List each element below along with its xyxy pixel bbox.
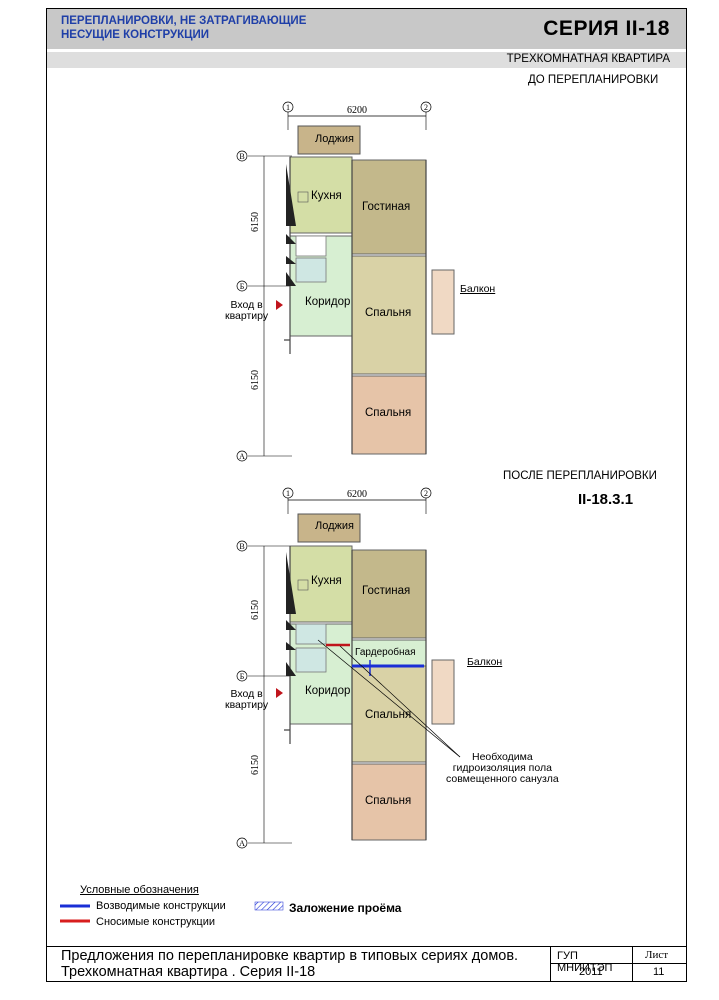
series-title: СЕРИЯ II-18: [543, 17, 670, 40]
before-label: ДО ПЕРЕПЛАНИРОВКИ: [528, 74, 659, 86]
after-label: ПОСЛЕ ПЕРЕПЛАНИРОВКИ: [503, 470, 657, 482]
room-living-after: Гостиная: [362, 585, 411, 597]
room-bedroom1-before: Спальня: [365, 307, 412, 319]
axis-1-label-after: 1: [286, 489, 290, 498]
subheader-bar: ТРЕХКОМНАТНАЯ КВАРТИРА: [47, 52, 686, 68]
room-corridor-after: Коридор: [305, 685, 351, 697]
toilet-before: [295, 235, 327, 257]
room-bedroom1-after: Спальня: [365, 709, 412, 721]
sheet-label: Лист: [645, 949, 669, 961]
dim-left-lower: 6150: [250, 370, 261, 390]
axis-1-marker: [282, 101, 294, 113]
axis-2-marker: [420, 101, 432, 113]
org-cell: ГУП МНИИТЭП 2011: [550, 947, 633, 982]
waterproofing-note: Необходима гидроизоляция пола совмещенно…: [446, 751, 559, 785]
dim-left-upper: 6150: [250, 212, 261, 232]
org-name: ГУП МНИИТЭП: [557, 950, 613, 974]
kitchen-after: [289, 545, 353, 623]
stove-icon: [297, 191, 309, 203]
note-leader-line: [317, 639, 461, 758]
entrance-arrow-icon-after: [276, 688, 283, 698]
year: 2011: [579, 966, 603, 978]
legend-opening: Заложение проёма: [289, 901, 402, 915]
room-kitchen-before: Кухня: [311, 190, 342, 202]
sheet-cell: Лист 11: [632, 947, 687, 982]
axis-v-label-after: В: [239, 542, 244, 551]
header-bar: ПЕРЕПЛАНИРОВКИ, НЕ ЗАТРАГИВАЮЩИЕ НЕСУЩИЕ…: [47, 9, 686, 49]
dim-top-label-after: 6200: [347, 489, 367, 500]
dim-left-lower-after: 6150: [250, 755, 261, 775]
dim-top-label: 6200: [347, 105, 367, 116]
bath-after: [295, 647, 327, 673]
axis-b-label: Б: [240, 282, 245, 291]
axis-2-label-after: 2: [424, 489, 428, 498]
room-kitchen-after: Кухня: [311, 575, 342, 587]
wardrobe-after: [351, 639, 427, 667]
header-title: ПЕРЕПЛАНИРОВКИ, НЕ ЗАТРАГИВАЮЩИЕ НЕСУЩИЕ…: [61, 14, 306, 42]
title-block-divider: [550, 963, 686, 964]
footer-line2: Трехкомнатная квартира . Серия II-18: [61, 964, 316, 980]
axis-b-label-after: Б: [240, 672, 245, 681]
axis-1-label: 1: [286, 103, 290, 112]
legend-opening-mark: [254, 901, 284, 911]
stove-icon-after: [297, 579, 309, 591]
bath-before: [295, 257, 327, 283]
axis-a-label: А: [239, 452, 245, 461]
balcony-after: [431, 659, 455, 725]
room-bedroom2-before: Спальня: [365, 407, 412, 419]
header-title-line1: ПЕРЕПЛАНИРОВКИ, НЕ ЗАТРАГИВАЮЩИЕ: [61, 15, 307, 27]
plan-code: II-18.3.1: [578, 491, 634, 508]
entrance-before: Вход в квартиру: [225, 299, 269, 322]
room-wardrobe-after: Гардеробная: [355, 647, 416, 658]
toilet-after: [295, 623, 327, 645]
footer-line1: Предложения по перепланировке квартир в …: [61, 948, 519, 964]
entrance-after: Вход в квартиру: [225, 688, 269, 711]
room-balcony-after: Балкон: [467, 656, 503, 668]
loggia-after: [297, 513, 361, 543]
axis-2-label: 2: [424, 103, 428, 112]
living-before: [351, 159, 427, 255]
legend-erected: Возводимые конструкции: [96, 900, 226, 912]
apartment-type: ТРЕХКОМНАТНАЯ КВАРТИРА: [506, 53, 670, 65]
balcony-before: [431, 269, 455, 335]
header-title-line2: НЕСУЩИЕ КОНСТРУКЦИИ: [61, 29, 210, 41]
axis-a-label-after: А: [239, 839, 245, 848]
sheet-number: 11: [653, 966, 665, 978]
room-living-before: Гостиная: [362, 201, 411, 213]
axis-v-label: В: [239, 152, 244, 161]
room-loggia-after: Лоджия: [315, 520, 354, 532]
legend-title: Условные обозначения: [80, 884, 199, 896]
entrance-arrow-icon: [276, 300, 283, 310]
loggia-before: [297, 125, 361, 155]
title-block: Предложения по перепланировке квартир в …: [47, 946, 686, 982]
sheet-frame: [46, 8, 687, 982]
dim-left-upper-after: 6150: [250, 600, 261, 620]
room-corridor-before: Коридор: [305, 296, 351, 308]
legend-demolished: Сносимые конструкции: [96, 916, 215, 928]
living-after: [351, 549, 427, 639]
room-balcony-before: Балкон: [460, 283, 496, 295]
bedroom2-after: [351, 763, 427, 841]
room-bedroom2-after: Спальня: [365, 795, 412, 807]
room-loggia-before: Лоджия: [315, 133, 354, 145]
